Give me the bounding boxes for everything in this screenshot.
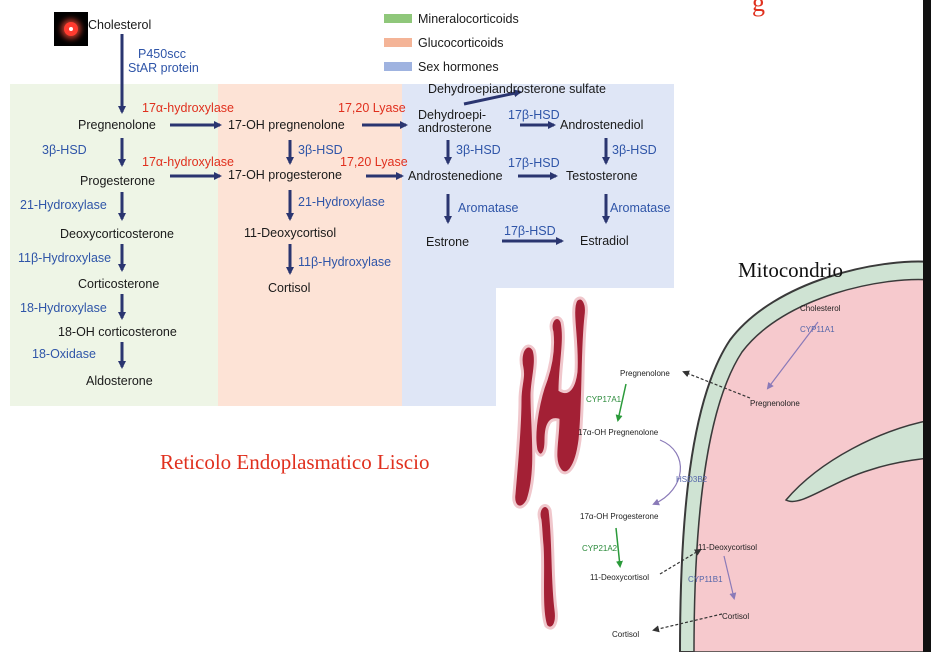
hsd3b-label-2: 3β-HSD (298, 143, 343, 157)
oh-pregnenolone: 17-OH pregnenolone (228, 118, 345, 132)
hsd3b-label-1: 3β-HSD (42, 143, 87, 157)
hsd17b-label-3: 17β-HSD (504, 224, 556, 238)
legend-swatch-mineralocorticoids (384, 14, 412, 23)
legend-label-sex-hormones: Sex hormones (418, 60, 499, 74)
oxidase-18-label: 18-Oxidase (32, 347, 96, 361)
cortisol: Cortisol (268, 281, 311, 295)
er-deoxycortisol: 11-Deoxycortisol (590, 573, 649, 582)
pregnenolone: Pregnenolone (78, 118, 156, 132)
mito-pregnenolone: Pregnenolone (750, 399, 800, 408)
aromatase-label-2: Aromatase (610, 201, 671, 215)
er-shapes (512, 296, 588, 630)
corticosterone: Corticosterone (78, 277, 160, 291)
legend-label-mineralocorticoids: Mineralocorticoids (418, 12, 519, 26)
cyp11b1-label: CYP11B1 (688, 575, 723, 584)
partial-title-letter: g (752, 0, 765, 17)
hsd3b-label-3: 3β-HSD (456, 143, 501, 157)
legend-swatch-sex-hormones (384, 62, 412, 71)
legend-label-glucocorticoids: Glucocorticoids (418, 36, 504, 50)
cyp21a2-label: CYP21A2 (582, 544, 618, 553)
androstenedione: Androstenedione (408, 169, 503, 183)
aromatase-label-1: Aromatase (458, 201, 519, 215)
hydroxylase-17a-label-2: 17α-hydroxylase (142, 155, 234, 169)
glucocorticoid-panel (218, 84, 402, 406)
hydroxylase-11b-label-1: 11β-Hydroxylase (18, 251, 112, 265)
deoxycortisol: 11-Deoxycortisol (244, 226, 337, 240)
er-cortisol: Cortisol (612, 630, 640, 639)
hydroxylase-21-label-1: 21-Hydroxylase (20, 198, 107, 212)
dhea-line-2: androsterone (418, 121, 492, 135)
cholesterol: Cholesterol (88, 18, 152, 32)
hsd17b-label-1: 17β-HSD (508, 108, 560, 122)
er-pregnenolone: Pregnenolone (620, 369, 670, 378)
hydroxylase-11b-label-2: 11β-Hydroxylase (298, 255, 392, 269)
cyp17a1-label: CYP17A1 (586, 395, 622, 404)
deoxycorticosterone: Deoxycorticosterone (60, 227, 174, 241)
hydroxylase-18-label: 18-Hydroxylase (20, 301, 107, 315)
mito-cortisol: Cortisol (722, 612, 750, 621)
testosterone: Testosterone (566, 169, 638, 183)
progesterone: Progesterone (80, 174, 156, 188)
hsd3b2-label: HSD3B2 (676, 475, 708, 484)
oh-corticosterone: 18-OH corticosterone (58, 325, 177, 339)
oh-progesterone-er: 17α-OH Progesterone (580, 512, 659, 521)
star-protein-label: StAR protein (128, 61, 199, 75)
estradiol: Estradiol (580, 234, 629, 248)
right-edge-bar (923, 0, 931, 652)
mitochondrion-shape (678, 260, 931, 652)
cyp11a1-label: CYP11A1 (800, 325, 835, 334)
oh-pregnenolone-er: 17α-OH Pregnenolone (578, 428, 659, 437)
mineralocorticoid-panel (10, 84, 218, 406)
p450scc-label: P450scc (138, 47, 186, 61)
mito-cholesterol: Cholesterol (800, 304, 841, 313)
hydroxylase-17a-label-1: 17α-hydroxylase (142, 101, 234, 115)
estrone: Estrone (426, 235, 470, 249)
lyase-label-1: 17,20 Lyase (338, 101, 406, 115)
mitochondrion-title: Mitocondrio (738, 258, 843, 282)
hydroxylase-21-label-2: 21-Hydroxylase (298, 195, 385, 209)
legend-swatch-glucocorticoids (384, 38, 412, 47)
oh-progesterone: 17-OH progesterone (228, 168, 342, 182)
lyase-label-2: 17,20 Lyase (340, 155, 408, 169)
hsd17b-label-2: 17β-HSD (508, 156, 560, 170)
er-title: Reticolo Endoplasmatico Liscio (160, 450, 430, 474)
aldosterone: Aldosterone (86, 374, 153, 388)
androstenediol: Androstenediol (560, 118, 644, 132)
dhea-line-1: Dehydroepi- (418, 108, 487, 122)
hsd3b-label-4: 3β-HSD (612, 143, 657, 157)
dhea-sulfate: Dehydroepiandrosterone sulfate (428, 82, 606, 96)
mito-deoxycortisol: 11-Deoxycortisol (698, 543, 757, 552)
record-icon (54, 12, 88, 46)
